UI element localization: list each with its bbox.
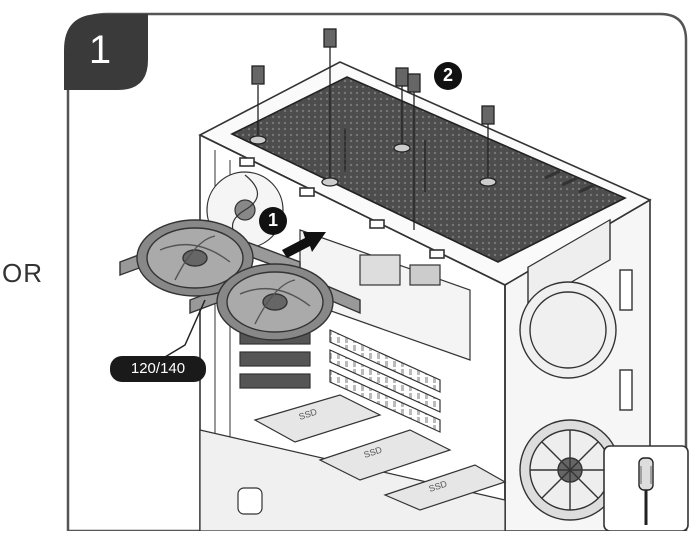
slide-in-arrow — [282, 232, 326, 258]
or-label: OR — [2, 258, 43, 288]
screwdriver-icon — [638, 457, 654, 525]
size-leader-line — [159, 299, 206, 361]
fan-size-label: 120/140 — [130, 360, 186, 377]
callout-marker-2 — [434, 62, 462, 90]
step-number: 1 — [88, 28, 112, 72]
size-label-pill — [110, 356, 206, 382]
step-badge — [64, 14, 148, 90]
callout-marker-2-text: 2 — [442, 65, 453, 85]
case-interior: SSD SSD SSD — [199, 229, 507, 532]
callout-marker-1-text: 1 — [267, 210, 278, 230]
front-panel — [519, 218, 633, 521]
callout-marker-1 — [259, 207, 287, 235]
screws — [249, 28, 497, 230]
dual-fan-assembly — [119, 219, 361, 341]
